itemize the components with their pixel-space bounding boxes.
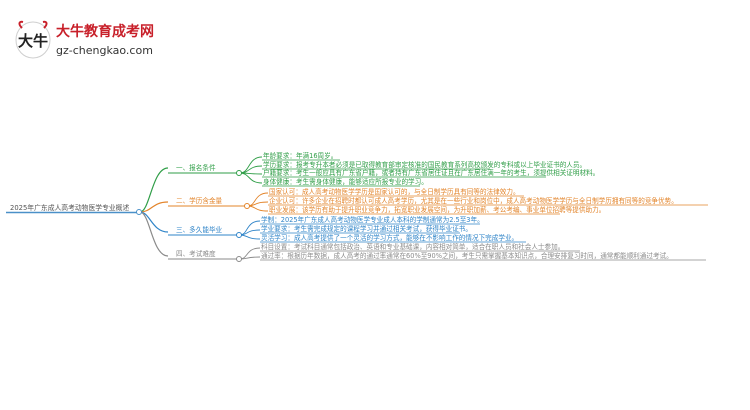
- root-link-4: [139, 211, 169, 257]
- root-link-1: [139, 167, 169, 213]
- leaf-education[interactable]: 学历要求：报考专升本者必须是已取得教育部审定核准的国民教育系列高校颁发的专科或以…: [263, 161, 587, 169]
- leaf-enterprise[interactable]: 企业认可：许多企业在招聘时都认可成人高考学历，尤其是在一些行业和岗位中，成人高考…: [269, 197, 678, 205]
- leaf-national[interactable]: 国家认可：成人高考动物医学学历是国家认可的，与全日制学历具有同等的法律效力。: [269, 188, 520, 196]
- leaf-pass-rate[interactable]: 通过率：根据历年数据，成人高考的通过率通常在60%至90%之间，考生只需掌握基本…: [261, 252, 673, 260]
- logo-glyph: 大牛: [18, 32, 48, 50]
- leaf-subjects[interactable]: 科目设置：考试科目通常包括政治、英语和专业基础课，内容相对简单，适合在职人员和社…: [261, 243, 565, 251]
- leaf-household[interactable]: 户籍要求：考生一般应具有广东省户籍，或者持有广东省居住证且在广东居住满一年的考生…: [263, 169, 600, 177]
- branch-2-handle[interactable]: [244, 203, 250, 209]
- root-link-2: [139, 201, 169, 213]
- branch-registration[interactable]: 一、报名条件: [176, 164, 216, 172]
- brand-logo[interactable]: 大牛 大牛教育成考网 gz-chengkao.com: [14, 18, 174, 62]
- bull-logo-icon: 大牛: [15, 20, 51, 59]
- branch-duration[interactable]: 三、多久能毕业: [176, 226, 223, 234]
- branch-degree-value[interactable]: 二、学历含金量: [176, 197, 223, 205]
- branch-3-handle[interactable]: [236, 232, 242, 238]
- branch-1-handle[interactable]: [236, 170, 242, 176]
- leaf-schooling[interactable]: 学制：2025年广东成人高考动物医学专业成人本科的学制通常为2.5至3年。: [261, 216, 484, 224]
- leaf-health[interactable]: 身体健康：考生需身体健康，能够适应所报专业的学习。: [263, 178, 428, 186]
- root-topic[interactable]: 2025年广东成人高考动物医学专业概述: [10, 204, 130, 212]
- branch-exam-difficulty[interactable]: 四、考试难度: [176, 250, 216, 258]
- brand-name: 大牛教育成考网: [56, 24, 154, 40]
- leaf-flexible[interactable]: 灵活学习：成人高考提供了一个灵活的学习方式，能够在不影响工作的情况下完成学业。: [261, 234, 519, 242]
- leaf-career[interactable]: 职业发展：该学历有助于提升职业竞争力，拓宽职业发展空间，为升职加薪、考公考编、事…: [269, 206, 606, 214]
- leaf-academic[interactable]: 学业要求：考生需完成规定的课程学习并通过相关考试，获得毕业证书。: [261, 225, 472, 233]
- leaf-age[interactable]: 年龄要求：年满16周岁。: [263, 152, 338, 160]
- brand-url: gz-chengkao.com: [56, 44, 153, 57]
- root-collapse-handle[interactable]: [136, 209, 142, 215]
- branch-4-handle[interactable]: [236, 256, 242, 262]
